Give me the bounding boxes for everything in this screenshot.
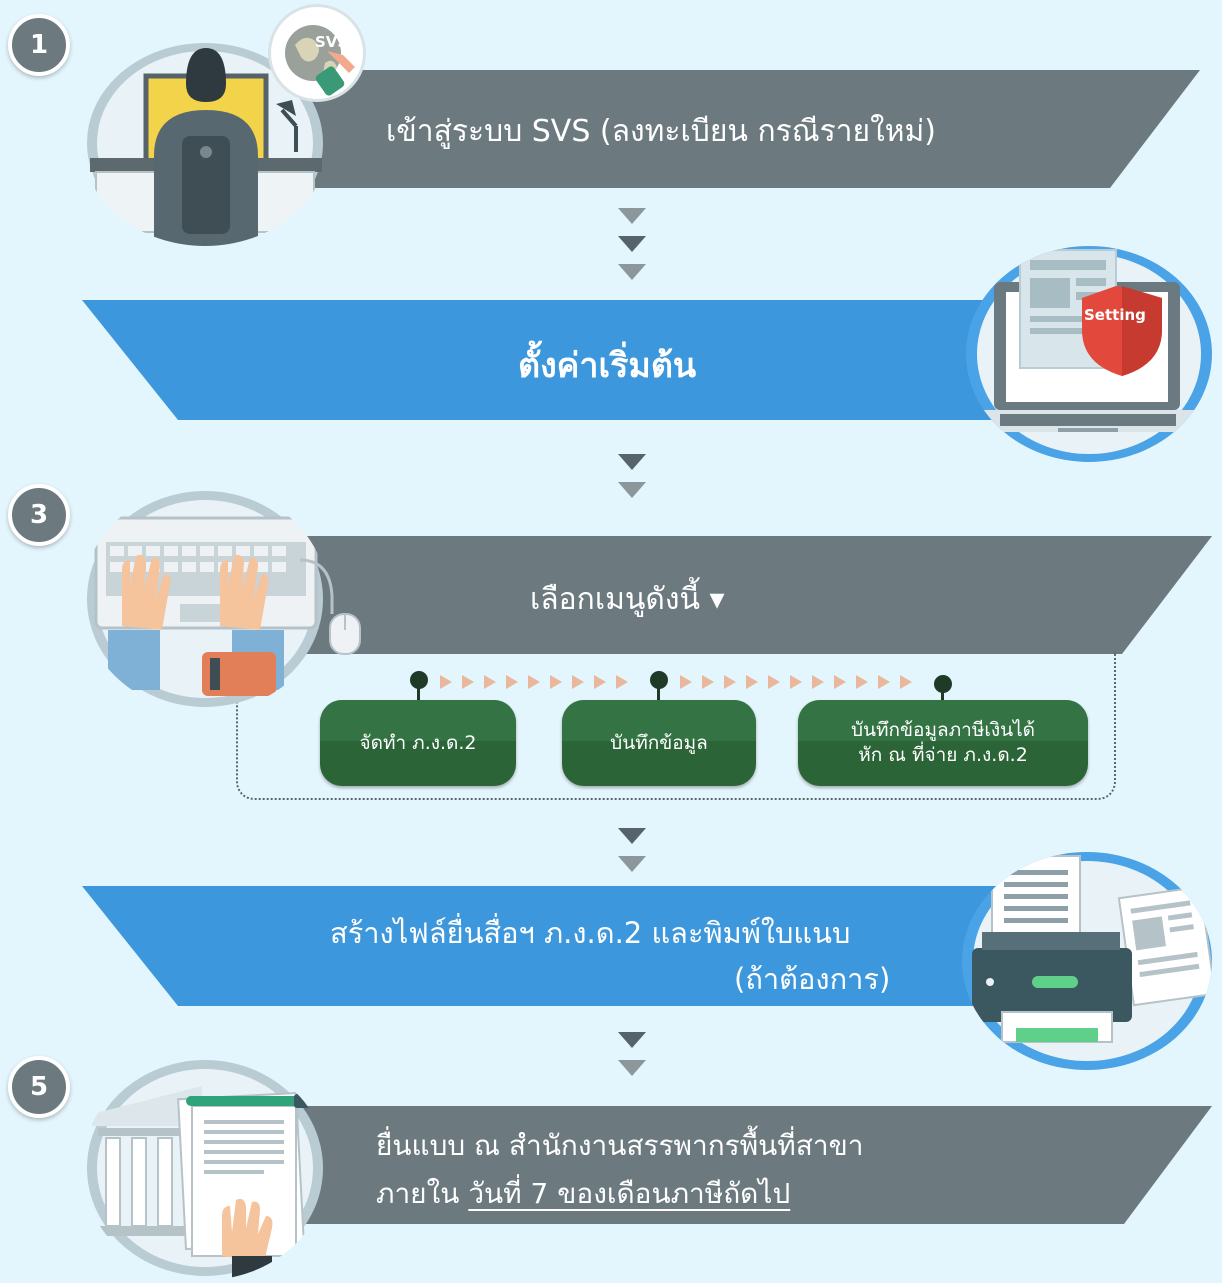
button-shine [320,700,516,742]
svs-globe: SVS [268,4,366,102]
step-4-banner: สร้างไฟล์ยื่นสื่อฯ ภ.ง.ด.2 และพิมพ์ใบแนบ… [82,886,1042,1006]
globe-icon [285,25,355,96]
step-5-deadline: วันที่ 7 ของเดือนภาษีถัดไป [468,1177,791,1210]
step-5-illustration [82,1056,328,1280]
menu-pin-stem [417,686,420,702]
menu-item-label-line2: หัก ณ ที่จ่าย ภ.ง.ด.2 [858,744,1028,766]
arrow-down-icon [618,828,646,872]
arrow-down-icon [618,1032,646,1076]
button-shine [798,700,1088,742]
step-5-badge: 5 [8,1056,70,1118]
revenue-office-icon [87,1060,323,1280]
computer-user-icon [87,43,323,246]
laptop-setting-icon [977,249,1201,454]
printer-icon [972,855,1212,1061]
menu-connector [440,675,912,689]
step-1-text: เข้าสู่ระบบ SVS (ลงทะเบียน กรณีรายใหม่) [386,114,937,149]
step-1-banner: เข้าสู่ระบบ SVS (ลงทะเบียน กรณีรายใหม่) [262,70,1200,188]
step-4-text-line1: สร้างไฟล์ยื่นสื่อฯ ภ.ง.ด.2 และพิมพ์ใบแนบ [330,916,851,950]
step-1-badge: 1 [8,14,70,76]
menu-item-record-data[interactable]: บันทึกข้อมูล [562,700,756,786]
menu-item-prepare-pnd2[interactable]: จัดทำ ภ.ง.ด.2 [320,700,516,786]
step-4-text-line2: (ถ้าต้องการ) [734,962,891,996]
step-2-text: ตั้งค่าเริ่มต้น [518,346,697,386]
menu-pin [410,671,428,689]
setting-label: Setting [1084,306,1146,324]
arrow-down-icon [618,208,646,280]
step-4-illustration [962,852,1212,1070]
arrow-down-icon [618,454,646,498]
menu-pin-stem [941,690,944,702]
globe-label: SVS [315,33,349,51]
step-3-banner: เลือกเมนูดังนี้ ▾ [262,536,1212,654]
menu-item-label: บันทึกข้อมูล [610,731,708,754]
step-5-deadline-prefix: ภายใน [376,1177,469,1210]
step-3-badge: 3 [8,484,70,546]
menu-pin [650,671,668,689]
step-2-banner: ตั้งค่าเริ่มต้น [82,300,1028,420]
mouse-icon [300,558,361,655]
step-3-text: เลือกเมนูดังนี้ ▾ [530,582,725,617]
menu-frame [236,652,1116,800]
button-shine [562,700,756,742]
menu-item-label: จัดทำ ภ.ง.ด.2 [359,731,477,754]
step-5-text-line1: ยื่นแบบ ณ สำนักงานสรรพากรพื้นที่สาขา [376,1129,864,1162]
step-3-illustration [82,486,328,712]
step-5-text-line2: ภายใน วันที่ 7 ของเดือนภาษีถัดไป [376,1172,790,1216]
menu-pin [934,675,952,693]
step-5-banner: ยื่นแบบ ณ สำนักงานสรรพากรพื้นที่สาขา ภาย… [262,1106,1212,1224]
step-2-illustration: Setting [966,246,1212,462]
menu-item-label-line1: บันทึกข้อมูลภาษีเงินได้ [850,719,1036,742]
menu-item-record-withholding-tax[interactable]: บันทึกข้อมูลภาษีเงินได้ หัก ณ ที่จ่าย ภ.… [798,700,1088,786]
keyboard-hands-icon [87,491,323,707]
menu-pin-stem [657,686,660,702]
step-1-illustration [82,40,328,246]
